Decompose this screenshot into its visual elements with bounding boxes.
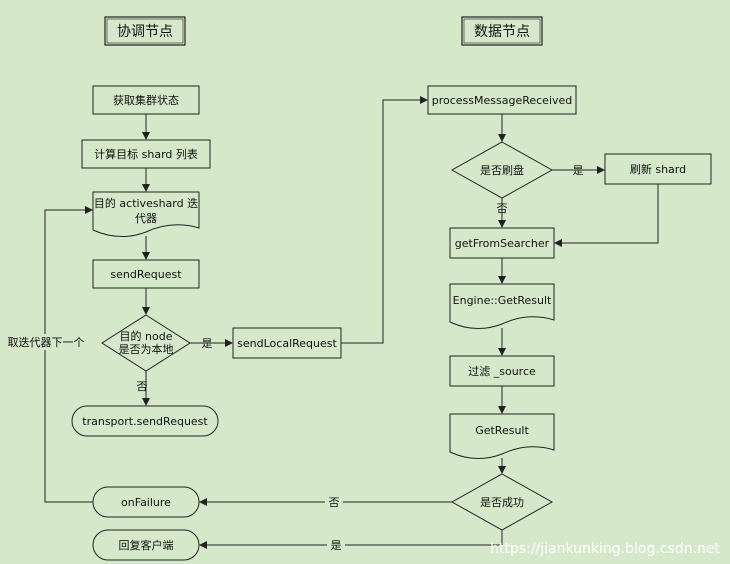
node-engine-get-result xyxy=(449,283,555,329)
edge-label-next-iter: 取迭代器下一个 xyxy=(8,336,85,349)
node-on-failure-label: onFailure xyxy=(121,496,171,509)
node-compute-shards xyxy=(81,139,211,169)
node-send-request xyxy=(92,259,200,289)
watermark-text: https://jiankunking.blog.csdn.net xyxy=(490,541,720,557)
node-iterator xyxy=(92,191,200,237)
edge-refresh-to-searcher xyxy=(554,184,659,247)
node-flush-decision-label: 是否刷盘 xyxy=(480,163,524,177)
node-get-result-label: GetResult xyxy=(475,424,529,437)
header-data-node-box xyxy=(461,16,543,46)
node-local-decision-label-2: 是否为本地 xyxy=(119,342,174,356)
node-engine-get-result-label: Engine::GetResult xyxy=(453,294,552,307)
node-local-decision-label-1: 目的 node xyxy=(120,329,173,343)
node-refresh-shard xyxy=(604,153,712,185)
node-get-cluster-state xyxy=(92,85,200,115)
header-coordinator-box xyxy=(104,16,186,46)
edge-label-no-local: 否 xyxy=(137,380,148,393)
node-iterator-label-1: 目的 activeshard 迭 xyxy=(94,196,198,210)
node-get-cluster-state-label: 获取集群状态 xyxy=(113,93,179,107)
node-get-result xyxy=(449,413,555,459)
node-get-from-searcher-label: getFromSearcher xyxy=(455,237,550,250)
edge-failure-to-iterator xyxy=(44,206,93,503)
node-refresh-shard-label: 刷新 shard xyxy=(630,162,686,176)
edge-label-yes-success: 是 xyxy=(331,539,342,552)
node-iterator-label-2: 代器 xyxy=(135,212,157,225)
node-transport-send-label: transport.sendRequest xyxy=(82,415,208,428)
node-success-decision-label: 是否成功 xyxy=(480,496,524,509)
node-compute-shards-label: 计算目标 shard 列表 xyxy=(94,147,198,161)
edge-label-no-flush: 否 xyxy=(497,202,508,215)
header-data-node: 数据节点 xyxy=(474,24,530,40)
edge-local-to-process xyxy=(341,96,428,344)
node-send-local-label: sendLocalRequest xyxy=(237,337,337,350)
edge-success-to-reply xyxy=(199,530,503,549)
edge-label-no-success: 否 xyxy=(329,496,340,509)
node-transport-send xyxy=(71,405,219,437)
edge-label-yes-local: 是 xyxy=(202,337,213,350)
header-coordinator: 协调节点 xyxy=(117,24,173,40)
node-send-request-label: sendRequest xyxy=(110,268,182,281)
node-filter-source-label: 过滤 _source xyxy=(468,365,536,378)
node-send-local xyxy=(232,327,342,359)
node-process-message-label: processMessageReceived xyxy=(432,94,573,107)
edge-label-yes-flush: 是 xyxy=(573,164,584,177)
node-reply-client-label: 回复客户端 xyxy=(119,538,174,552)
